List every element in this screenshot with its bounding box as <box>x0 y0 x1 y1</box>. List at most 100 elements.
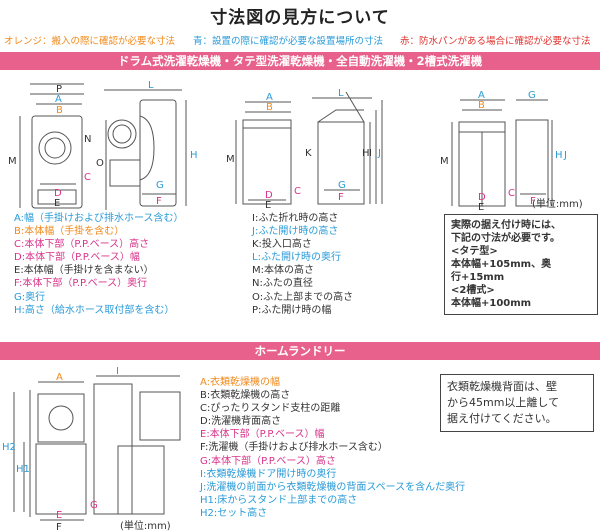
legend-item: P:ふた開け時の幅 <box>252 304 332 316</box>
legend-item: G:奥行 <box>14 291 46 303</box>
legend-item: O:ふた上部までの高さ <box>252 291 354 303</box>
svg-text:G: G <box>338 180 346 191</box>
dryer-body <box>37 393 85 443</box>
svg-text:M: M <box>440 156 449 167</box>
svg-text:E: E <box>265 200 271 210</box>
legend-item: J:ふた開け時の高さ <box>252 226 339 238</box>
svg-text:D: D <box>265 190 273 201</box>
legend-item: A:幅（手掛けおよび排水ホース含む） <box>14 213 184 224</box>
legend-item: I:衣類乾燥機ドア開け時の奥行 <box>200 468 337 480</box>
svg-text:N: N <box>84 134 91 145</box>
svg-text:H2: H2 <box>2 442 16 453</box>
svg-text:F: F <box>156 196 162 207</box>
legend-item: M:本体の高さ <box>252 265 314 277</box>
legend-item: B:本体幅（手掛を含む） <box>14 226 125 238</box>
note-line: 本体幅+100mm <box>451 298 532 309</box>
note-line: 衣類乾燥機背面は、壁 <box>447 380 557 393</box>
svg-text:G: G <box>528 90 536 101</box>
svg-text:B: B <box>266 102 273 113</box>
section-header-washers: ドラム式洗濯乾燥機・タテ型洗濯乾燥機・全自動洗濯機・2槽式洗濯機 <box>0 52 600 70</box>
washer-legend-left: A:幅（手掛けおよび排水ホース含む） B:本体幅（手掛を含む）C:本体下部（P.P… <box>14 212 184 317</box>
svg-text:D: D <box>478 192 486 203</box>
twin-side-body <box>515 119 549 207</box>
drum-door <box>38 131 72 165</box>
legend-item: I:ふた折れ時の高さ <box>252 213 339 224</box>
svg-text:G: G <box>156 180 164 191</box>
page-title: 寸法図の見方について <box>210 8 390 28</box>
legend-item: F:本体下部（P.P.ベース）奥行 <box>14 278 148 290</box>
legend-item: B:衣類乾燥機の高さ <box>200 390 291 402</box>
legend-item: G:本体下部（P.P.ベース）高さ <box>200 455 336 467</box>
svg-text:E: E <box>56 510 62 521</box>
note-line: 本体幅+105mm、奥 <box>451 259 552 270</box>
svg-text:A: A <box>56 372 63 383</box>
legend-red: 赤：防水パンがある場合に確認が必要な寸法 <box>400 36 591 47</box>
svg-text:O: O <box>96 158 104 169</box>
svg-text:B: B <box>56 105 63 116</box>
svg-text:B: B <box>478 100 485 111</box>
legend-item: H:高さ（給水ホース取付部を含む） <box>14 304 175 316</box>
note-line: 行+15mm <box>451 272 505 283</box>
home-diagram-letters: A I H2 H1 G E F <box>2 366 119 531</box>
svg-text:H: H <box>362 148 370 159</box>
diagram-home-laundry: A I H2 H1 G E F <box>2 366 181 531</box>
svg-text:L: L <box>148 80 154 91</box>
legend-item: L:ふた開け時の奥行 <box>252 252 341 264</box>
svg-text:A: A <box>266 92 273 103</box>
legend-item: D:洗濯機背面高さ <box>200 416 282 428</box>
legend-item: F:洗濯機（手掛けおよび排水ホース含む） <box>200 442 388 454</box>
drum-front-body <box>31 115 83 209</box>
legend-item: H1:床からスタンド上部までの高さ <box>200 494 358 506</box>
note-line: <2槽式> <box>451 285 495 296</box>
svg-text:M: M <box>8 156 17 167</box>
legend-item: E:本体下部（P.P.ベース）幅 <box>200 429 325 441</box>
legend-blue: 青：設置の際に確認が必要な設置場所の寸法 <box>193 36 384 47</box>
dryer-install-note: 衣類乾燥機背面は、壁から45mm以上離して据え付けてください。 <box>440 374 594 432</box>
svg-text:F: F <box>530 196 536 207</box>
note-line: 据え付けてください。 <box>447 412 557 425</box>
note-line: <タテ型> <box>451 246 498 257</box>
svg-text:H: H <box>190 150 198 161</box>
svg-text:E: E <box>54 198 60 209</box>
note-line: から45mm以上離して <box>447 396 560 409</box>
note-line: 下記の寸法が必要です。 <box>451 233 560 244</box>
legend-orange: オレンジ：搬入の際に確認が必要な寸法 <box>4 36 176 47</box>
svg-text:M: M <box>226 154 235 165</box>
svg-text:J: J <box>563 150 567 161</box>
stand-side <box>93 383 133 515</box>
unit-label-2: (単位:mm) <box>120 521 171 532</box>
svg-text:I: I <box>116 366 119 377</box>
legend-item: A:衣類乾燥機の幅 <box>200 377 281 388</box>
svg-text:P: P <box>56 84 62 95</box>
svg-text:F: F <box>338 192 344 203</box>
svg-text:D: D <box>54 188 62 199</box>
svg-text:H1: H1 <box>16 464 30 475</box>
svg-text:C: C <box>294 186 301 197</box>
note-line: 実際の据え付け時には、 <box>451 220 561 231</box>
legend-item: J:洗濯機の前面から衣類乾燥機の背面スペースを含んだ奥行 <box>200 481 466 493</box>
svg-text:H: H <box>555 150 563 161</box>
legend-item: C:ぴったりスタンド支柱の距離 <box>200 403 341 415</box>
installation-note: 実際の据え付け時には、下記の寸法が必要です。 <タテ型> 本体幅+105mm、奥行+… <box>444 214 598 315</box>
svg-text:I: I <box>369 148 372 159</box>
svg-text:J: J <box>377 148 381 159</box>
svg-text:C: C <box>84 172 91 183</box>
drum-side-body <box>139 99 177 207</box>
diagram-letters: P A B M N O C D E L G F H A B M C D E K … <box>8 80 567 210</box>
diagrams-washers: P A B M N O C D E L G F H A B M C D E K … <box>8 80 567 210</box>
svg-text:E: E <box>478 202 484 210</box>
svg-text:A: A <box>55 94 62 105</box>
tate-side-body <box>317 121 365 205</box>
svg-text:G: G <box>90 500 98 511</box>
svg-text:K: K <box>305 148 312 159</box>
section-header-home-laundry: ホームランドリー <box>0 342 600 360</box>
svg-text:C: C <box>508 188 515 199</box>
svg-text:F: F <box>56 522 62 531</box>
legend-item: C:本体下部（P.P.ベース）高さ <box>14 239 150 251</box>
svg-text:L: L <box>338 88 344 99</box>
legend-item: K:投入口高さ <box>252 239 312 251</box>
legend-item: D:本体下部（P.P.ベース）幅 <box>14 252 140 264</box>
washer-side <box>117 445 165 515</box>
